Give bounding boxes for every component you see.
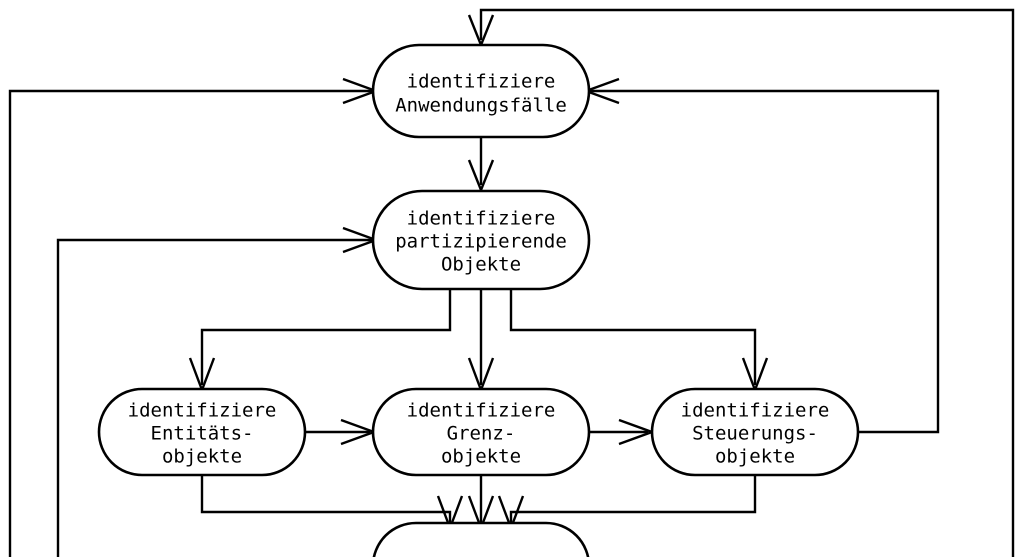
node-grenzobjekte-line1: identifiziere [407, 400, 556, 422]
node-steuerungsobjekte-line2: Steuerungs- [692, 423, 818, 445]
node-grenzobjekte[interactable]: identifiziere Grenz- objekte [371, 387, 591, 477]
edge-top-loop-to-anwendungsfaelle [479, 8, 1015, 557]
node-anwendungsfaelle[interactable]: identifiziere Anwendungsfälle [371, 43, 591, 139]
node-entitaetsobjekte-line1: identifiziere [128, 400, 277, 422]
node-grenzobjekte-line3: objekte [441, 446, 521, 468]
node-steuerungsobjekte[interactable]: identifiziere Steuerungs- objekte [650, 387, 860, 477]
node-entitaetsobjekte-line2: Entitäts- [151, 423, 254, 445]
edge-partizipierende-to-steuerungsobjekte [509, 289, 757, 385]
node-grenzobjekte-shape [371, 387, 591, 477]
edge-steuerungsobjekte-to-anwendungsfaelle [589, 89, 940, 434]
node-bottom-partial[interactable] [372, 521, 590, 557]
node-partizipierende-objekte[interactable]: identifiziere partizipierende Objekte [371, 189, 591, 291]
node-partizipierende-objekte-line2: partizipierende [395, 231, 567, 253]
edge-steuerungsobjekte-to-bottom-node [509, 475, 757, 523]
node-anwendungsfaelle-line1: identifiziere [407, 71, 556, 93]
node-partizipierende-objekte-line1: identifiziere [407, 208, 556, 230]
node-partizipierende-objekte-shape [371, 189, 591, 291]
node-entitaetsobjekte-line3: objekte [162, 446, 242, 468]
node-bottom-partial-shape [372, 521, 590, 557]
node-steuerungsobjekte-line1: identifiziere [681, 400, 830, 422]
edge-partizipierende-to-entitaetsobjekte [200, 289, 452, 385]
node-steuerungsobjekte-line3: objekte [715, 446, 795, 468]
edge-left-outer-loop-to-anwendungsfaelle [8, 89, 373, 557]
node-steuerungsobjekte-shape [650, 387, 860, 477]
node-layer: identifiziere Anwendungsfälle identifizi… [97, 43, 860, 557]
node-partizipierende-objekte-line3: Objekte [441, 254, 521, 276]
edge-layer [8, 8, 1015, 557]
node-grenzobjekte-line2: Grenz- [447, 423, 516, 445]
edge-entitaetsobjekte-to-bottom-node [200, 475, 452, 523]
edge-left-inner-loop-to-partizipierende [56, 238, 373, 557]
node-anwendungsfaelle-line2: Anwendungsfälle [395, 95, 567, 117]
node-entitaetsobjekte-shape [97, 387, 307, 477]
node-anwendungsfaelle-shape [371, 43, 591, 139]
node-entitaetsobjekte[interactable]: identifiziere Entitäts- objekte [97, 387, 307, 477]
